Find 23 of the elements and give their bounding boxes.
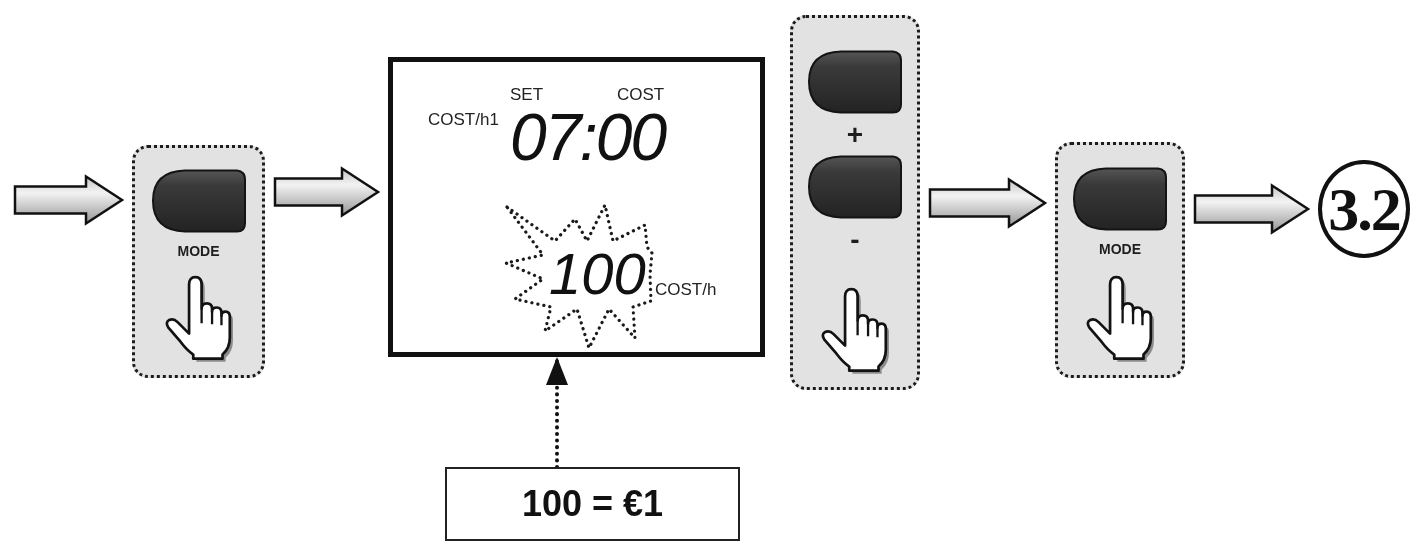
block-arrow — [1193, 183, 1311, 235]
display-digits: 100 — [549, 245, 646, 303]
display-label: COST — [617, 86, 665, 103]
key-label: - — [850, 225, 860, 255]
button-panel — [1055, 142, 1185, 378]
flashing-starburst — [505, 203, 653, 350]
button-panel — [790, 15, 920, 390]
display-label: COST/h — [655, 281, 717, 298]
key-label: MODE — [1099, 242, 1141, 257]
block-arrow — [928, 177, 1048, 229]
lcd-display — [388, 57, 765, 357]
block-arrow — [13, 174, 125, 226]
note-box — [445, 467, 740, 541]
block-arrow — [273, 166, 381, 218]
step-number: 3.2 — [1328, 178, 1400, 240]
note-text: 100 = €1 — [521, 486, 664, 522]
display-label: COST/h1 — [428, 111, 499, 128]
dotted-arrow — [546, 355, 568, 469]
display-label: SET — [510, 86, 544, 103]
key-label: + — [846, 120, 864, 150]
key-label: MODE — [177, 244, 220, 259]
display-digits: 07:00 — [510, 104, 666, 170]
button-panel — [132, 145, 265, 378]
